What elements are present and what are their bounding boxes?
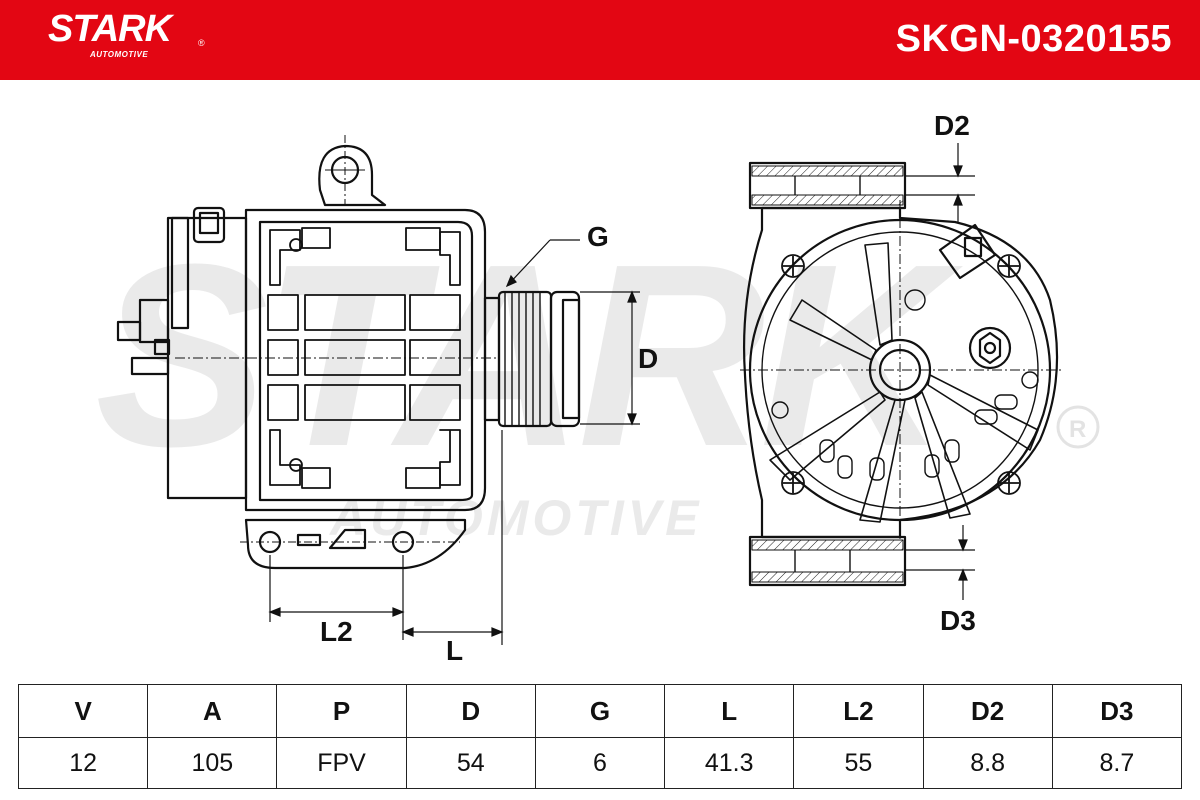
specs-header-row: V A P D G L L2 D2 D3 bbox=[17, 684, 1183, 738]
spec-value-a: 105 bbox=[147, 737, 278, 789]
spec-value-g: 6 bbox=[534, 737, 666, 789]
svg-text:R: R bbox=[1069, 416, 1086, 443]
technical-drawing: STARK AUTOMOTIVE R bbox=[0, 80, 1200, 680]
spec-value-d3: 8.7 bbox=[1051, 737, 1183, 789]
spec-header-a: A bbox=[147, 684, 278, 738]
spec-value-l: 41.3 bbox=[664, 737, 795, 789]
label-d: D bbox=[638, 343, 659, 374]
spec-header-d3: D3 bbox=[1051, 684, 1183, 738]
spec-header-l: L bbox=[664, 684, 795, 738]
label-d3: D3 bbox=[940, 605, 976, 636]
brand-logo: STARK ® AUTOMOTIVE bbox=[48, 8, 218, 68]
label-l: L bbox=[446, 635, 464, 666]
spec-header-p: P bbox=[276, 684, 407, 738]
side-dimensions bbox=[268, 239, 640, 645]
spec-header-l2: L2 bbox=[793, 684, 924, 738]
part-number: SKGN-0320155 bbox=[895, 18, 1172, 60]
spec-header-g: G bbox=[534, 684, 666, 738]
front-dimensions bbox=[905, 143, 975, 600]
label-d2: D2 bbox=[934, 110, 970, 141]
spec-header-d: D bbox=[405, 684, 536, 738]
spec-value-l2: 55 bbox=[793, 737, 924, 789]
specs-table: V A P D G L L2 D2 D3 12 105 FPV 54 6 41.… bbox=[17, 684, 1183, 789]
label-g: G bbox=[587, 221, 609, 252]
spec-header-v: V bbox=[17, 684, 149, 738]
label-l2: L2 bbox=[320, 616, 353, 647]
brand-name: STARK bbox=[48, 8, 172, 50]
specs-value-row: 12 105 FPV 54 6 41.3 55 8.8 8.7 bbox=[17, 737, 1183, 789]
spec-header-d2: D2 bbox=[922, 684, 1053, 738]
svg-text:STARK: STARK bbox=[95, 211, 967, 501]
header-bar: STARK ® AUTOMOTIVE SKGN-0320155 bbox=[0, 0, 1200, 80]
spec-value-p: FPV bbox=[276, 737, 407, 789]
brand-reg-mark: ® bbox=[198, 38, 205, 48]
spec-value-d2: 8.8 bbox=[922, 737, 1053, 789]
svg-text:AUTOMOTIVE: AUTOMOTIVE bbox=[328, 490, 702, 546]
spec-value-d: 54 bbox=[405, 737, 536, 789]
side-view bbox=[116, 135, 581, 570]
front-view bbox=[740, 161, 1062, 587]
spec-value-v: 12 bbox=[17, 737, 149, 789]
alternator-drawing: STARK AUTOMOTIVE R bbox=[95, 135, 1100, 645]
brand-subtitle: AUTOMOTIVE bbox=[90, 50, 149, 59]
watermark: STARK AUTOMOTIVE R bbox=[95, 211, 1100, 546]
